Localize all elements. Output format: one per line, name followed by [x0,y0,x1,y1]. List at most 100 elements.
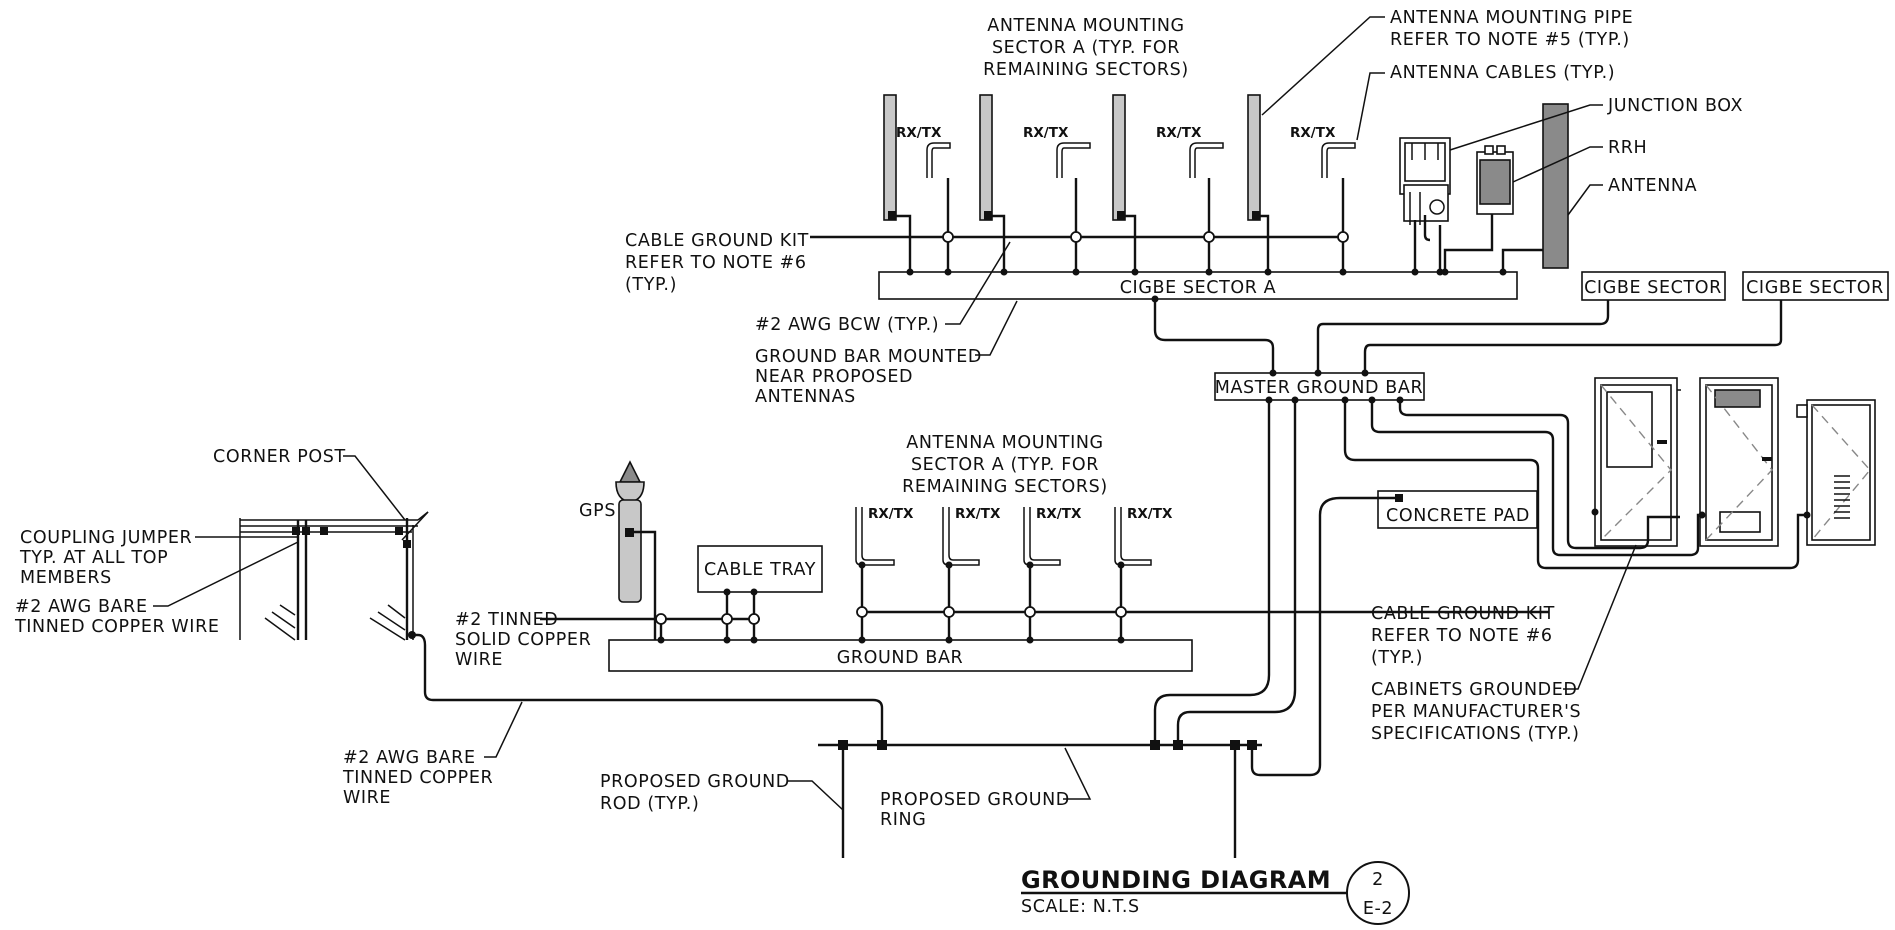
ground-bar [608,639,1193,672]
gps-label: GPS [579,501,616,521]
leader-ground-ring [1063,747,1092,800]
master-ground-bar-label: MASTER GROUND BAR [1215,378,1423,398]
svg-text:PROPOSED GROUND: PROPOSED GROUND [600,772,790,792]
master-ground-section: CIGBE SECTOR CIGBE SECTOR MASTER GROUND … [1153,271,1889,404]
leader-antenna [1567,184,1603,216]
drawing-title: GROUNDING DIAGRAM [1021,866,1331,894]
title-block: GROUNDING DIAGRAM SCALE: N.T.S 2 E-2 [1021,861,1410,925]
svg-text:REFER TO NOTE #6: REFER TO NOTE #6 [1371,626,1553,646]
rxtx-label: RX/TX [1023,125,1069,141]
svg-text:TINNED COPPER: TINNED COPPER [342,768,493,788]
cabinet-1 [1594,377,1681,547]
leader-ground-bar-mounted [975,300,1018,356]
svg-text:ANTENNA MOUNTING: ANTENNA MOUNTING [987,16,1184,36]
cabinet-3 [1796,399,1876,546]
svg-text:COUPLING JUMPER: COUPLING JUMPER [20,528,192,548]
cigbe-sector-box-1 [1581,271,1726,301]
ground-kit-rings-top [942,231,1349,243]
leader-bcw [945,241,1011,325]
svg-text:SECTOR A (TYP. FOR: SECTOR A (TYP. FOR [992,38,1180,58]
svg-text:TINNED COPPER WIRE: TINNED COPPER WIRE [14,617,220,637]
antenna-mounting-pipe-label: ANTENNA MOUNTING PIPE REFER TO NOTE #5 (… [1390,8,1633,50]
cable-hooks-mid [855,507,1152,566]
antenna-panel-1 [883,94,897,221]
fence-clamps [292,527,411,548]
svg-text:CABINETS GROUNDED: CABINETS GROUNDED [1371,680,1577,700]
leader-corner-post [343,455,406,521]
junction-box [1399,137,1451,225]
rxtx-label: RX/TX [1036,506,1082,522]
leader-awg-left [153,541,299,607]
antenna-tall [1542,103,1569,269]
antenna-clamps-top [888,211,1260,220]
ground-ring-label: PROPOSED GROUND RING [880,790,1070,830]
svg-text:SECTOR A (TYP. FOR: SECTOR A (TYP. FOR [911,455,1099,475]
cabinet-ground-wires [1343,400,1807,570]
cigbe-terminals [906,268,1507,303]
leader-junction [1449,104,1603,151]
awg-bcw-label: #2 AWG BCW (TYP.) [755,315,939,335]
cigbe-sector-a-label: CIGBE SECTOR A [1120,278,1277,298]
svg-text:WIRE: WIRE [455,650,503,670]
svg-text:CIGBE SECTOR: CIGBE SECTOR [1746,278,1884,298]
svg-text:SPECIFICATIONS (TYP.): SPECIFICATIONS (TYP.) [1371,724,1580,744]
cable-hooks-top [926,142,1356,178]
ground-bar-rings [655,606,1127,625]
cable-tray-box [697,545,823,593]
cabinets-grounded-label: CABINETS GROUNDED PER MANUFACTURER'S SPE… [1371,680,1581,744]
equipment-feeders-top [1413,214,1543,272]
svg-text:GROUND BAR MOUNTED: GROUND BAR MOUNTED [755,347,982,367]
tinned-solid-label: #2 TINNED SOLID COPPER WIRE [455,610,591,670]
svg-text:CABLE GROUND KIT: CABLE GROUND KIT [625,231,809,251]
detail-sheet: E-2 [1363,899,1393,919]
svg-text:(TYP.): (TYP.) [1371,648,1423,668]
antenna-panel-3 [1112,94,1126,221]
cable-ground-kit-top-label: CABLE GROUND KIT REFER TO NOTE #6 (TYP.) [625,231,809,295]
leader-cables [1356,72,1385,141]
svg-text:PER MANUFACTURER'S: PER MANUFACTURER'S [1371,702,1581,722]
rrh-label: RRH [1608,138,1647,158]
svg-text:PROPOSED GROUND: PROPOSED GROUND [880,790,1070,810]
svg-text:ANTENNAS: ANTENNAS [755,387,856,407]
svg-text:CABLE GROUND KIT: CABLE GROUND KIT [1371,604,1555,624]
antenna-cables-label: ANTENNA CABLES (TYP.) [1390,63,1615,83]
svg-text:REMAINING SECTORS): REMAINING SECTORS) [902,477,1108,497]
awg-bare-bottom-label: #2 AWG BARE TINNED COPPER WIRE [342,748,493,808]
rxtx-label: RX/TX [955,506,1001,522]
concrete-pad [1377,490,1538,529]
svg-text:REFER TO NOTE #6: REFER TO NOTE #6 [625,253,807,273]
concrete-pad-label: CONCRETE PAD [1386,506,1530,526]
ground-bar-mounted-label: GROUND BAR MOUNTED NEAR PROPOSED ANTENNA… [755,347,982,407]
leader-ground-rod [787,780,844,811]
svg-text:TYP. AT ALL TOP: TYP. AT ALL TOP [19,548,168,568]
antenna-mounting-mid-label: ANTENNA MOUNTING SECTOR A (TYP. FOR REMA… [902,433,1108,497]
junction-box-label: JUNCTION BOX [1607,96,1743,116]
ground-bar-label: GROUND BAR [837,648,964,668]
rxtx-label: RX/TX [868,506,914,522]
ground-ring-clamps [838,740,1257,750]
svg-text:SOLID COPPER: SOLID COPPER [455,630,591,650]
svg-text:ANTENNA MOUNTING: ANTENNA MOUNTING [906,433,1103,453]
gps-unit [615,460,645,603]
svg-text:NEAR PROPOSED: NEAR PROPOSED [755,367,913,387]
leader-rrh [1512,146,1603,183]
antenna-feeders-top [893,178,1345,272]
svg-text:ANTENNA MOUNTING PIPE: ANTENNA MOUNTING PIPE [1390,8,1633,28]
antenna-panel-4 [1247,94,1261,221]
antenna-label: ANTENNA [1608,176,1697,196]
rxtx-label: RX/TX [1290,125,1336,141]
top-antenna-section: RX/TX RX/TX RX/TX RX/TX [625,8,1743,407]
svg-text:WIRE: WIRE [343,788,391,808]
rxtx-label: RX/TX [1156,125,1202,141]
svg-text:RING: RING [880,810,926,830]
rrh-unit [1476,145,1514,215]
svg-text:(TYP.): (TYP.) [625,275,677,295]
rxtx-label: RX/TX [896,125,942,141]
rxtx-label: RX/TX [1127,506,1173,522]
ground-rod-label: PROPOSED GROUND ROD (TYP.) [600,772,790,814]
svg-text:#2 AWG BARE: #2 AWG BARE [15,597,148,617]
fence-corner [239,511,429,641]
drawing-scale: SCALE: N.T.S [1021,897,1140,917]
antenna-panel-2 [979,94,993,221]
